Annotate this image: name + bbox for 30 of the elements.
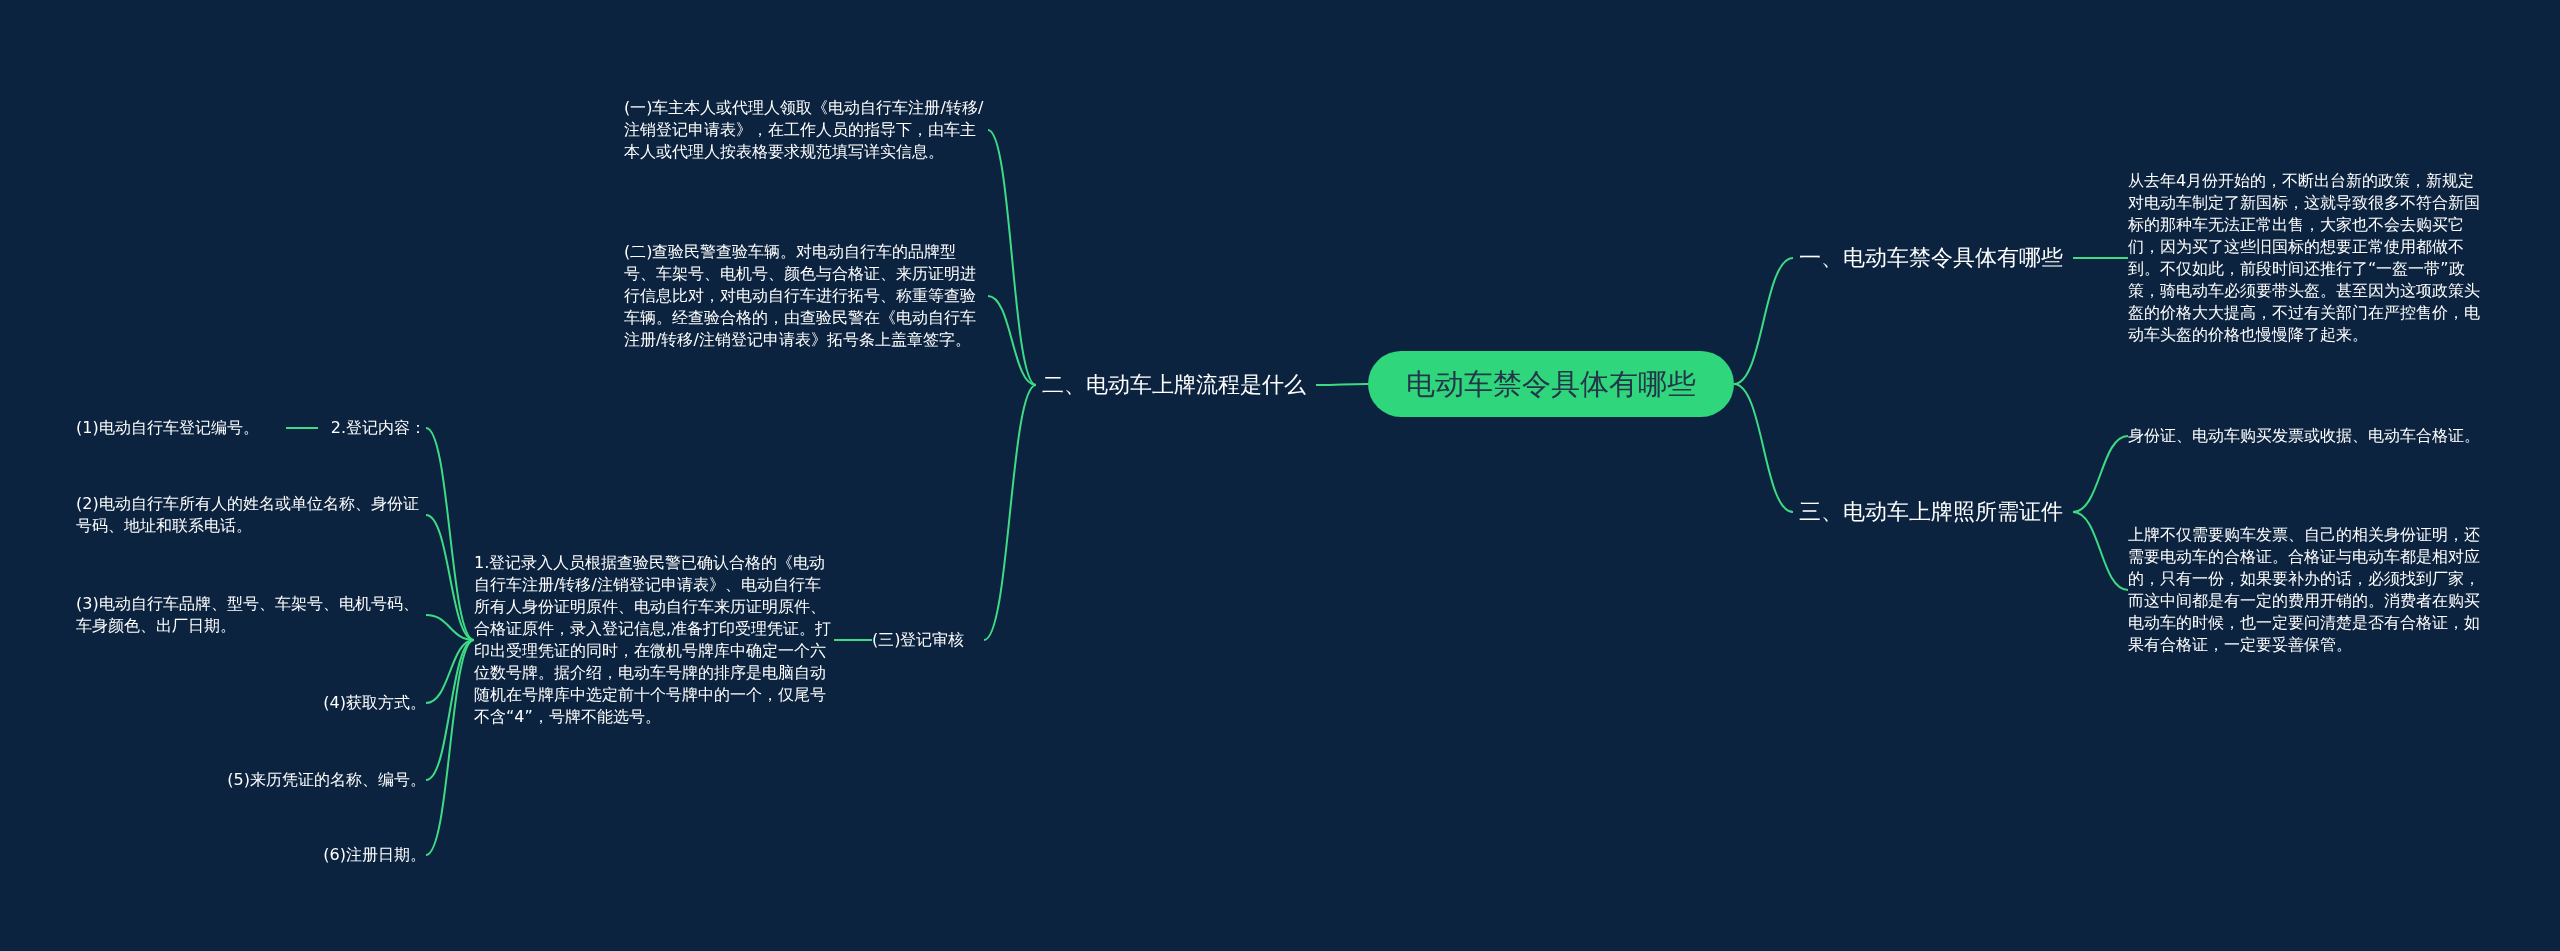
topic-text: (二)查验民警查验车辆。对电动自行车的品牌型号、车架号、电机号、颜色与合格证、来历证明进行信息比对，对电动自行车进行拓号、称重等查验车辆。经查验合格的，由查验民警在《电动自行车注册/转移/注销登记申请表》拓号条上盖章签字。 — [624, 241, 988, 351]
connector-line — [983, 384, 1037, 641]
connector-line — [1733, 383, 1794, 513]
topic-text: 2.登记内容： — [318, 417, 426, 439]
topic-text: 上牌不仅需要购车发票、自己的相关身份证明，还需要电动车的合格证。合格证与电动车都是相对应的，只有一份，如果要补办的话，必须找到厂家，而这中间都是有一定的费用开销的。消费者在购买电动车的时候，也一定要问清楚是否有合格证，如果有合格证，一定要妥善保管。 — [2128, 524, 2490, 656]
connector-line — [425, 639, 475, 856]
branch-topic: 三、电动车上牌照所需证件 — [1793, 494, 2073, 530]
connector-line — [987, 295, 1037, 386]
topic-text: (4)获取方式。 — [226, 692, 426, 714]
connector-line — [833, 639, 873, 641]
connector-line — [987, 129, 1037, 386]
topic-text: (6)注册日期。 — [226, 844, 426, 866]
topic-text: 1.登记录入人员根据查验民警已确认合格的《电动自行车注册/转移/注销登记申请表》、电动自行车所有人身份证明原件、电动自行车来历证明原件、合格证原件，录入登记信息,准备打印受理凭证。打印出受理凭证的同时，在微机号牌库中确定一个六位数号牌。据介绍，电动车号牌的排序是电脑自动随机在号牌库中选定前十个号牌中的一个，仅尾号不含“4”，号牌不能选号。 — [474, 552, 834, 728]
topic-text: (3)电动自行车品牌、型号、车架号、电机号码、车身颜色、出厂日期。 — [76, 593, 426, 637]
connector-line — [1315, 383, 1369, 386]
connector-line — [2072, 257, 2129, 259]
topic-text: 从去年4月份开始的，不断出台新的政策，新规定对电动车制定了新国标，这就导致很多不符合新国标的那种车无法正常出售，大家也不会去购买它们，因为买了这些旧国标的想要正常使用都做不到。不仅如此，前段时间还推行了“一盔一带”政策，骑电动车必须要带头盔。甚至因为这项政策头盔的价格大大提高，不过有关部门在严控售价，电动车头盔的价格也慢慢降了起来。 — [2128, 170, 2490, 346]
connector-line — [425, 639, 475, 704]
topic-text: (三)登记审核 — [872, 629, 984, 651]
topic-text: (一)车主本人或代理人领取《电动自行车注册/转移/注销登记申请表》，在工作人员的指导下，由车主本人或代理人按表格要求规范填写详实信息。 — [624, 97, 988, 163]
topic-text: (5)来历凭证的名称、编号。 — [176, 769, 426, 791]
connector-line — [425, 514, 475, 641]
connector-line — [2072, 511, 2129, 591]
topic-text: (2)电动自行车所有人的姓名或单位名称、身份证号码、地址和联系电话。 — [76, 493, 426, 537]
connector-line — [285, 427, 319, 429]
topic-text: (1)电动自行车登记编号。 — [76, 417, 286, 439]
topic-text: 身份证、电动车购买发票或收据、电动车合格证。 — [2128, 425, 2490, 447]
branch-topic: 二、电动车上牌流程是什么 — [1036, 367, 1316, 403]
branch-topic: 一、电动车禁令具体有哪些 — [1793, 240, 2073, 276]
central-topic: 电动车禁令具体有哪些 — [1368, 351, 1734, 417]
